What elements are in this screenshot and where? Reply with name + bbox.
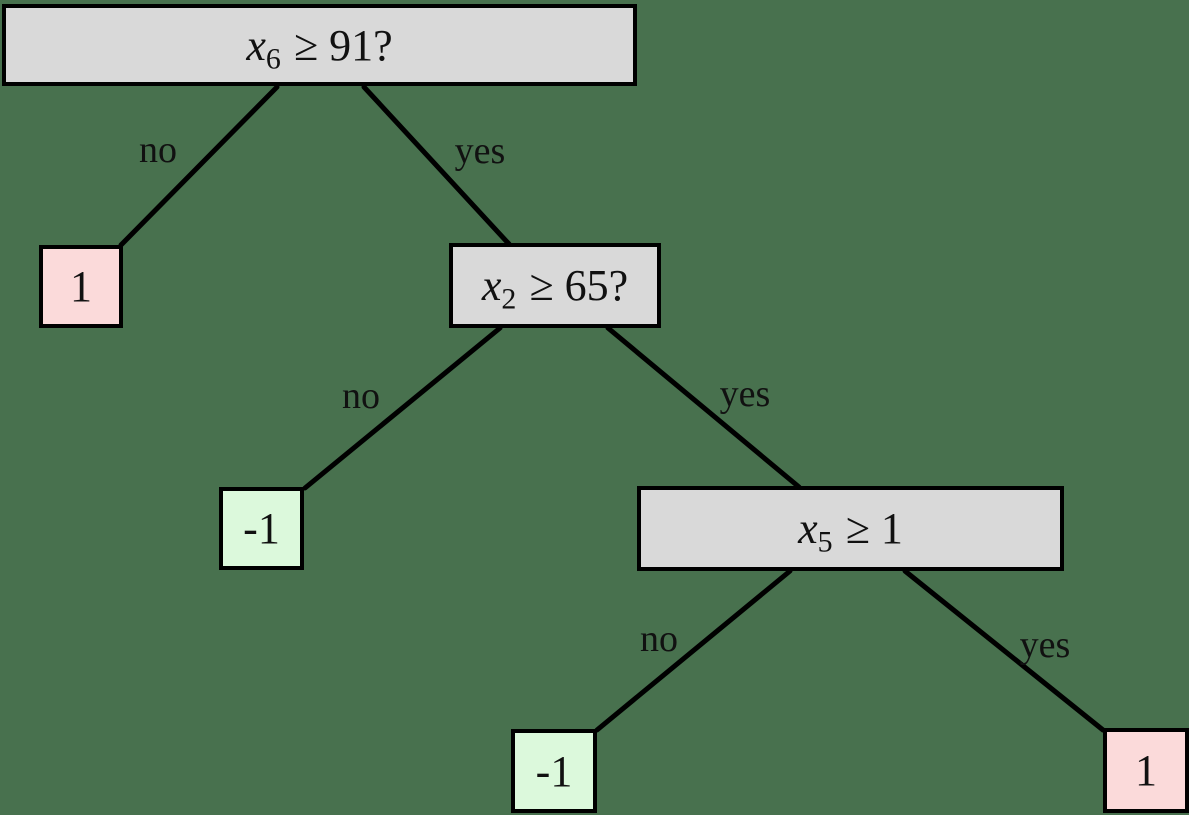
condition-text: ≥ 1 — [845, 504, 903, 553]
variable-name: x — [798, 504, 818, 553]
edge-x2-no — [302, 325, 503, 491]
decision-node-x6-label: x6 ≥ 91? — [246, 20, 393, 74]
variable-name: x — [481, 261, 502, 310]
variable-name: x — [246, 20, 266, 70]
edge-x5-yes — [902, 568, 1106, 733]
decision-node-x2: x2 ≥ 65? — [449, 243, 661, 328]
leaf-node-positive-1: 1 — [39, 245, 123, 328]
edge-label-yes-x5: yes — [1019, 624, 1071, 666]
leaf-node-negative-1: -1 — [219, 487, 304, 570]
variable-subscript: 6 — [265, 41, 281, 75]
edge-x2-yes — [605, 325, 802, 490]
variable-subscript: 5 — [817, 525, 833, 559]
edge-label-no-x2: no — [342, 375, 380, 417]
edge-root-no — [118, 84, 280, 248]
leaf-value: -1 — [243, 504, 280, 553]
leaf-node-positive-2: 1 — [1103, 728, 1189, 813]
decision-node-x6: x6 ≥ 91? — [2, 4, 637, 86]
edge-label-yes-root: yes — [454, 130, 506, 172]
condition-text: ≥ 65? — [529, 261, 629, 310]
condition-text: ≥ 91? — [293, 20, 393, 70]
variable-subscript: 2 — [501, 282, 517, 316]
leaf-value: 1 — [70, 262, 92, 311]
edge-label-no-x5: no — [640, 618, 678, 660]
decision-node-x5-label: x5 ≥ 1 — [798, 503, 903, 557]
edge-root-yes — [361, 84, 512, 247]
edge-label-yes-x2: yes — [719, 373, 771, 415]
leaf-node-negative-2: -1 — [511, 729, 597, 813]
edge-label-no-root: no — [139, 129, 177, 171]
leaf-value: -1 — [535, 746, 573, 796]
edge-x5-no — [594, 568, 793, 733]
decision-node-x2-label: x2 ≥ 65? — [481, 260, 629, 314]
decision-node-x5: x5 ≥ 1 — [637, 486, 1064, 571]
leaf-value: 1 — [1135, 746, 1157, 795]
